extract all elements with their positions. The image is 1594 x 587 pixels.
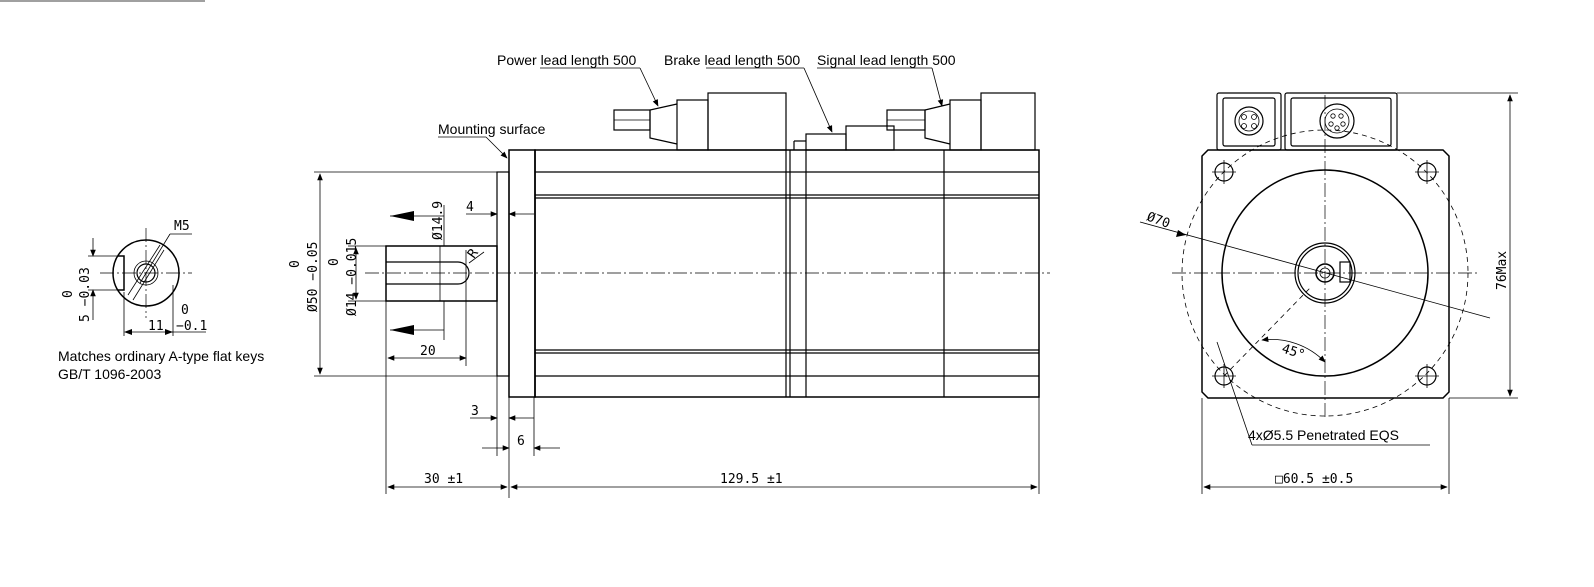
signal-connector-collar	[949, 99, 982, 151]
brake-connector-base	[805, 133, 847, 151]
key-note-line1: Matches ordinary A-type flat keys	[58, 348, 264, 364]
key-depth-tol: 0	[61, 290, 76, 298]
signal-connector-inner	[1290, 97, 1392, 147]
power-connector-inner	[1222, 97, 1276, 147]
motor-body	[534, 149, 1040, 398]
flange-pilot	[496, 171, 510, 377]
holes-label: 4xØ5.5 Penetrated EQS	[1248, 427, 1399, 443]
arrowhead	[1176, 230, 1186, 237]
flange-thickness-value: 6	[517, 434, 525, 449]
keyway-end	[457, 261, 470, 285]
pin	[1251, 114, 1257, 120]
shaft-end-diameter: Ø14.9	[431, 201, 446, 240]
flange-plate	[508, 149, 536, 398]
signal-lead-leader	[931, 67, 944, 107]
angle-line	[1223, 287, 1311, 377]
side-view: R Power lead length 500 Brake lead lengt…	[288, 52, 1050, 498]
pin	[1241, 114, 1247, 120]
r-label: R	[465, 246, 482, 261]
shaft-diameter: Ø14 −0.015	[345, 238, 360, 316]
front-view: 45° Ø70 76Max 4xØ5.5 Penetrated EQS □60.…	[1139, 92, 1518, 494]
arrowhead	[390, 211, 414, 221]
pin	[1241, 123, 1247, 129]
shaft-section-view: M5 0 5 −0.03 11 0 −0.1 Matches ordinary …	[58, 219, 264, 382]
m5-leader	[139, 233, 171, 284]
arrowhead	[124, 329, 132, 335]
pilot-diameter: Ø50 −0.05	[306, 242, 321, 312]
power-connector-top	[1216, 92, 1282, 151]
key-width-value: 11	[148, 319, 164, 334]
key-width-tol-upper: 0	[181, 303, 189, 318]
key-note-line2: GB/T 1096-2003	[58, 366, 161, 382]
key-width-tol-lower: −0.1	[176, 319, 207, 334]
mounting-surface-label: Mounting surface	[438, 121, 546, 137]
mounting-surface-leader	[485, 136, 508, 159]
shaft-tol-upper: 0	[327, 258, 342, 266]
body-length-value: 129.5 ±1	[720, 472, 783, 487]
power-connector-housing	[707, 92, 787, 151]
arrowhead	[390, 325, 414, 335]
shaft-length-value: 30 ±1	[424, 472, 463, 487]
circle-dim-line	[1139, 221, 1491, 319]
signal-lead-label: Signal lead length 500	[817, 52, 956, 68]
shaft-outline	[385, 245, 498, 302]
angle-value: 45°	[1280, 342, 1307, 364]
pin	[1328, 121, 1334, 127]
signal-connector-socket-inner	[1324, 108, 1350, 134]
pin	[1251, 123, 1257, 129]
pin	[1338, 113, 1344, 119]
flange-square-value: □60.5 ±0.5	[1275, 472, 1353, 487]
hatch-line	[132, 249, 165, 301]
flange-gap-value: 3	[471, 404, 479, 419]
arrowhead	[165, 329, 173, 335]
key-face	[1339, 261, 1351, 283]
pin	[1340, 121, 1346, 127]
power-connector-collar	[676, 99, 709, 151]
circle-diameter: Ø70	[1145, 210, 1172, 232]
pin	[1334, 125, 1340, 131]
power-connector-strain-relief	[649, 103, 678, 145]
pin	[1330, 113, 1336, 119]
signal-connector-housing	[980, 92, 1036, 151]
hatch-line	[127, 244, 161, 296]
height-max-value: 76Max	[1495, 251, 1510, 290]
power-lead-label: Power lead length 500	[497, 52, 637, 68]
angle-arc	[1261, 336, 1326, 363]
power-lead-leader	[639, 67, 659, 107]
r-leader	[468, 251, 485, 264]
signal-connector-strain-relief	[924, 103, 951, 145]
key-length-value: 20	[420, 344, 436, 359]
signal-connector-socket	[1319, 103, 1355, 139]
brake-lead-leader	[803, 67, 833, 133]
power-connector-socket-inner	[1238, 110, 1260, 132]
m5-label: M5	[174, 219, 190, 234]
flange-square	[1201, 149, 1450, 399]
holes-leader	[1216, 341, 1253, 446]
flange-step-value: 4	[466, 200, 474, 215]
signal-connector-top	[1284, 92, 1398, 151]
pilot-tol-upper: 0	[288, 260, 303, 268]
key-depth-value: 5 −0.03	[78, 267, 93, 322]
brake-lead-label: Brake lead length 500	[664, 52, 800, 68]
power-connector-socket	[1234, 106, 1264, 136]
